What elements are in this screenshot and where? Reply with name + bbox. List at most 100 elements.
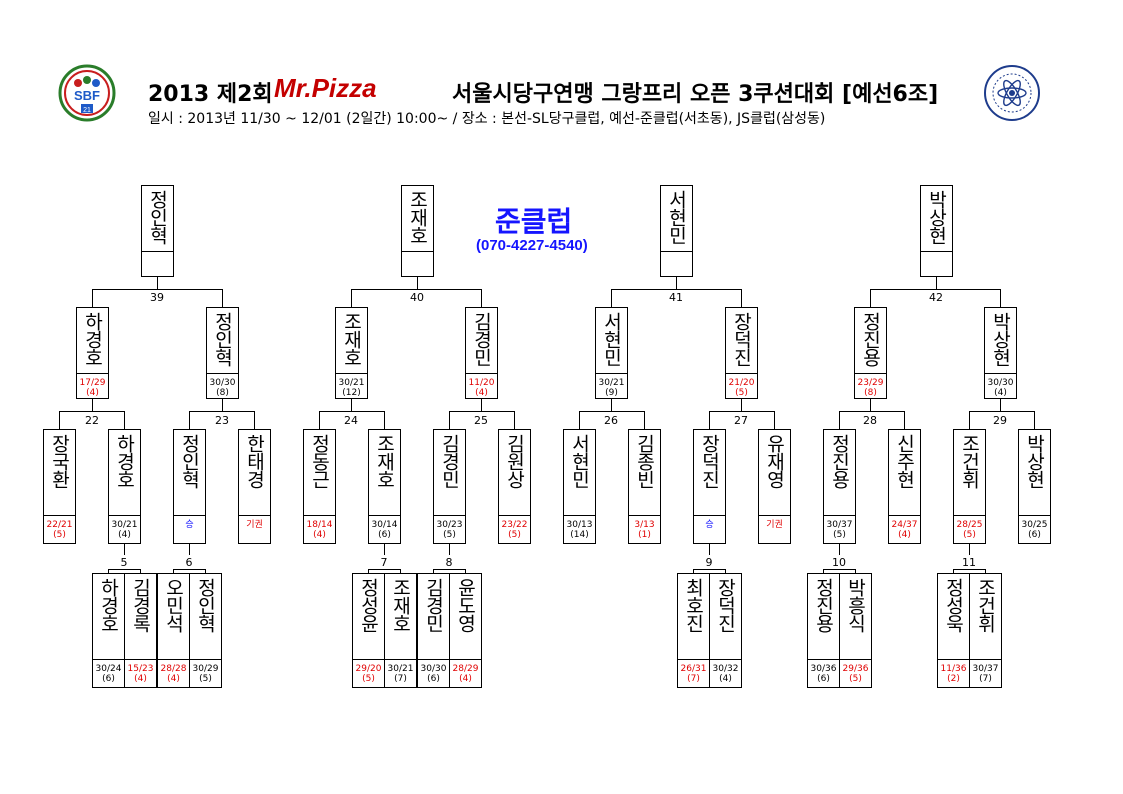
- player-score: 24/37: [891, 520, 918, 530]
- bracket-line: [579, 411, 580, 429]
- bracket-line: [222, 289, 223, 307]
- player-rank: (12): [342, 388, 361, 398]
- player-box: 정성윤 29/20(5): [352, 573, 385, 688]
- bracket-line: [205, 569, 206, 573]
- player-score: 28/25: [956, 520, 983, 530]
- match-number: 9: [705, 556, 713, 569]
- player-score: 30/30: [987, 378, 1014, 388]
- match-number: 7: [380, 556, 388, 569]
- winner-stem: [157, 277, 158, 289]
- score-divider: [954, 515, 985, 516]
- match-number: 25: [474, 414, 488, 427]
- match-number: 24: [344, 414, 358, 427]
- score-divider: [142, 251, 173, 252]
- player-rank: (4): [118, 530, 131, 540]
- player-rank: (5): [833, 530, 846, 540]
- player-rank: (4): [313, 530, 326, 540]
- club-name: 준클럽: [495, 205, 573, 238]
- event-details: 일시 : 2013년 11/30 ~ 12/01 (2일간) 10:00~ / …: [148, 111, 826, 127]
- player-rank: (6): [817, 674, 830, 684]
- final-match-number: 40: [410, 291, 424, 304]
- bracket-line: [59, 411, 60, 429]
- player-name: 조건휘: [958, 434, 981, 488]
- match-number: 29: [993, 414, 1007, 427]
- winner-stem: [449, 544, 450, 555]
- bracket-line: [1000, 289, 1001, 307]
- group-winner-box: 정인혁: [141, 185, 174, 277]
- player-rank: (5): [362, 674, 375, 684]
- winner-stem: [1000, 399, 1001, 411]
- player-name: 정성윤: [357, 578, 380, 632]
- winner-stem: [417, 277, 418, 289]
- bracket-line: [709, 411, 710, 429]
- match-number: 23: [215, 414, 229, 427]
- winner-stem: [92, 399, 93, 411]
- bracket-line: [514, 411, 515, 429]
- player-name: 정인혁: [146, 190, 169, 244]
- player-rank: (4): [994, 388, 1007, 398]
- bracket-line: [465, 569, 466, 573]
- score-divider: [93, 659, 124, 660]
- score-divider: [77, 373, 108, 374]
- bracket-line: [839, 411, 840, 429]
- bracket-line: [108, 569, 109, 573]
- score-divider: [596, 373, 627, 374]
- winner-stem: [384, 544, 385, 555]
- bracket-line: [481, 289, 482, 307]
- player-rank: (9): [605, 388, 618, 398]
- winner-stem: [741, 399, 742, 411]
- bracket-line: [709, 411, 775, 412]
- score-divider: [174, 515, 205, 516]
- player-score: 30/30: [209, 378, 236, 388]
- player-name: 장덕진: [698, 434, 721, 488]
- score-divider: [694, 515, 725, 516]
- player-name: 서현민: [568, 434, 591, 488]
- player-score: 30/29: [192, 664, 219, 674]
- player-rank: (8): [864, 388, 877, 398]
- player-rank: (1): [638, 530, 651, 540]
- player-name: 정진용: [812, 578, 835, 632]
- winner-stem: [870, 399, 871, 411]
- player-name: 신주현: [893, 434, 916, 488]
- score-divider: [661, 251, 692, 252]
- bracket-line: [319, 411, 385, 412]
- score-divider: [239, 515, 270, 516]
- bracket-line: [870, 289, 871, 307]
- bracket-line: [579, 411, 645, 412]
- player-name: 장덕진: [714, 578, 737, 632]
- winner-stem: [124, 544, 125, 555]
- player-name: 최호진: [682, 578, 705, 632]
- player-name: 하경호: [113, 434, 136, 488]
- bracket-line: [368, 569, 401, 570]
- player-rank: (4): [167, 674, 180, 684]
- player-name: 서현민: [665, 190, 688, 244]
- player-score: 15/23: [127, 664, 154, 674]
- bracket-line: [449, 411, 450, 429]
- match-number: 22: [85, 414, 99, 427]
- bracket-line: [823, 569, 824, 573]
- player-score: 30/25: [1021, 520, 1048, 530]
- score-divider: [434, 515, 465, 516]
- player-score: 23/29: [857, 378, 884, 388]
- winner-stem: [936, 277, 937, 289]
- match-number: 26: [604, 414, 618, 427]
- player-score: 30/37: [826, 520, 853, 530]
- bracket-line: [140, 569, 141, 573]
- player-score: 29/20: [355, 664, 382, 674]
- sbf-logo: SBF 21: [58, 64, 116, 122]
- player-name: 조재호: [373, 434, 396, 488]
- score-divider: [353, 659, 384, 660]
- bracket-line: [124, 411, 125, 429]
- bracket-line: [611, 289, 742, 290]
- bracket-line: [870, 289, 1001, 290]
- score-divider: [1019, 515, 1050, 516]
